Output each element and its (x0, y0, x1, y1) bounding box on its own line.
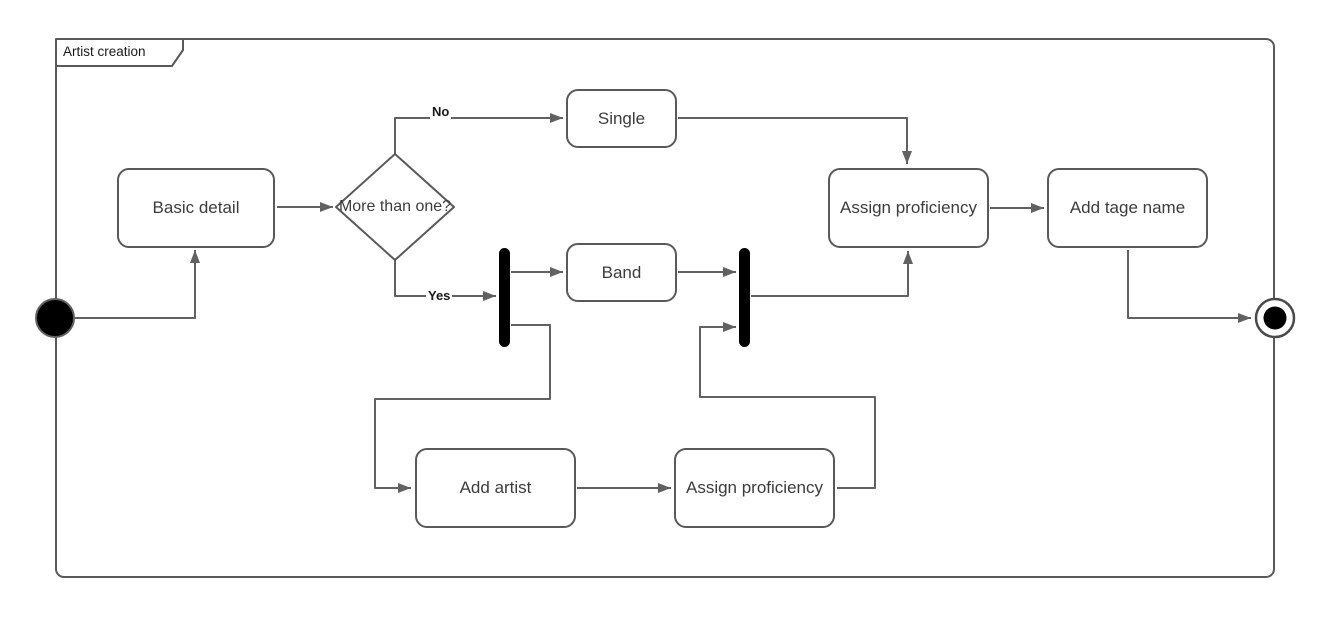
initial-node (35, 298, 75, 338)
frame-title-tab (55, 38, 184, 67)
node-assign-proficiency-upper-label: Assign proficiency (839, 198, 977, 218)
node-basic-detail-label: Basic detail (152, 198, 240, 218)
edge-join-to-assign-proficiency-upper (751, 251, 913, 297)
edge-add-tage-name-to-end (1127, 250, 1251, 323)
node-add-tage-name: Add tage name (1047, 168, 1208, 248)
node-assign-proficiency-lower: Assign proficiency (674, 448, 835, 528)
node-add-artist: Add artist (415, 448, 576, 528)
edge-label-no: No (430, 104, 452, 119)
node-single-label: Single (597, 108, 646, 128)
decision-diamond-shape (335, 153, 455, 261)
edge-decision-yes-to-fork (394, 260, 496, 301)
node-band: Band (566, 243, 677, 302)
node-basic-detail: Basic detail (117, 168, 275, 248)
final-node (1254, 297, 1296, 339)
edge-start-to-basic-detail (75, 250, 200, 319)
frame-title: Artist creation (63, 44, 146, 59)
node-add-artist-label: Add artist (459, 478, 532, 498)
fork-bar (499, 248, 510, 347)
decision-label: More than one? (338, 198, 452, 216)
edge-single-to-assign-proficiency-upper (678, 117, 912, 164)
edge-label-yes: Yes (426, 288, 453, 303)
edge-assign-proficiency-lower-to-join (699, 322, 876, 489)
node-single: Single (566, 89, 677, 148)
node-assign-proficiency-lower-label: Assign proficiency (685, 478, 823, 498)
node-band-label: Band (601, 262, 642, 282)
edge-decision-no-to-single (394, 113, 563, 154)
edge-fork-to-add-artist (374, 324, 551, 493)
node-assign-proficiency-upper: Assign proficiency (828, 168, 989, 248)
node-add-tage-name-label: Add tage name (1069, 198, 1186, 218)
join-bar (739, 248, 750, 347)
